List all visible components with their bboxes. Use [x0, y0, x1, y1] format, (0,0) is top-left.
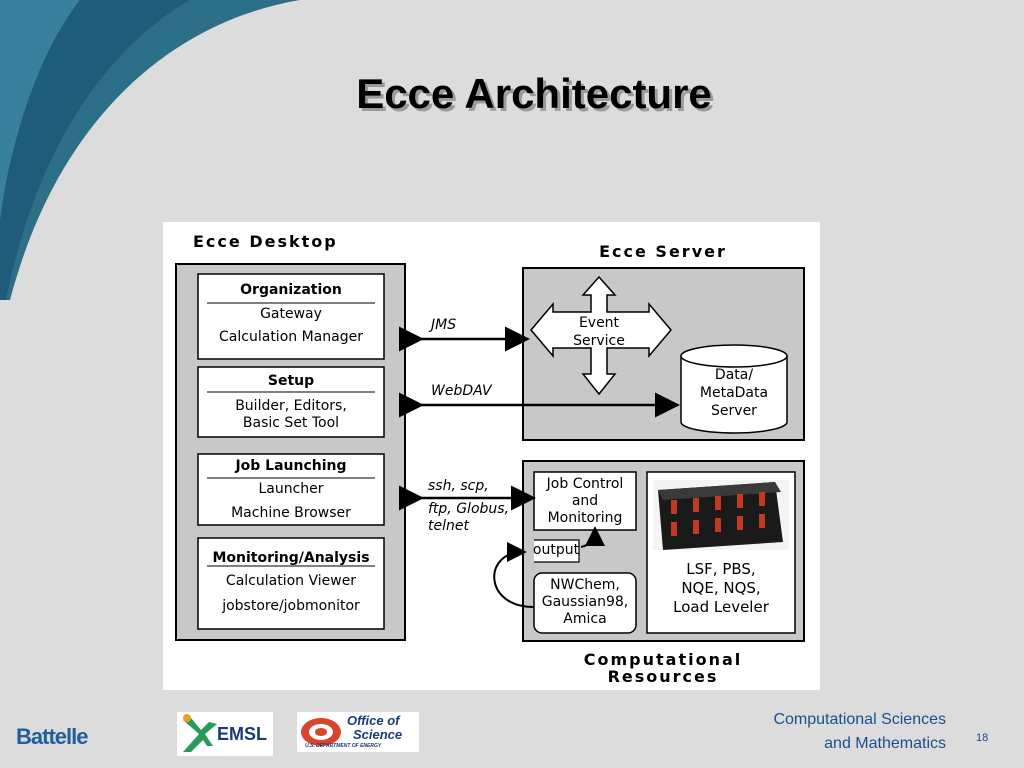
emsl-figure-icon — [183, 714, 217, 752]
event-service-label: Service — [573, 333, 625, 349]
module-heading-job-launching: Job Launching — [235, 458, 347, 474]
csm-line: and Mathematics — [824, 735, 946, 752]
doe-swirl-icon — [301, 718, 341, 746]
office-of-science-logo: Office of Science U.S. DEPARTMENT OF ENE… — [297, 712, 419, 752]
module-heading-monitoring: Monitoring/Analysis — [212, 550, 370, 566]
output-tab — [534, 539, 580, 563]
server-title: Ecce Server — [599, 242, 727, 261]
data-server-label: Data/ — [714, 367, 754, 383]
module-line: Machine Browser — [231, 505, 351, 521]
emsl-logo: EMSL — [177, 712, 273, 756]
module-heading-setup: Setup — [267, 373, 315, 389]
csm-label: Computational Sciences and Mathematics — [700, 708, 946, 756]
output-label: output — [532, 542, 580, 558]
queues-label: LSF, PBS, — [686, 560, 756, 578]
module-line: Basic Set Tool — [242, 415, 340, 431]
ssh-label: ssh, scp, — [428, 478, 489, 494]
webdav-label: WebDAV — [431, 383, 492, 399]
ofs-line2: Science — [353, 727, 403, 742]
module-box-organization — [197, 273, 385, 360]
page-number: 18 — [976, 732, 989, 744]
jms-label: JMS — [431, 317, 457, 333]
ssh-label: telnet — [428, 518, 469, 534]
ofs-line3: U.S. DEPARTMENT OF ENERGY — [305, 743, 382, 749]
module-line: Builder, Editors, — [235, 398, 347, 414]
codes-label: Amica — [563, 611, 607, 627]
module-box-job-launching — [197, 453, 385, 526]
data-server-label: Server — [711, 403, 757, 419]
queues-label: Load Leveler — [673, 598, 769, 616]
ofs-line1: Office of — [347, 713, 400, 728]
codes-box — [533, 572, 637, 634]
battelle-logo: Battelle — [16, 724, 88, 749]
module-line: Calculation Viewer — [225, 573, 357, 589]
compute-cluster-image — [653, 480, 789, 550]
job-control-label: Job Control — [546, 476, 624, 492]
event-service-label: Event — [578, 315, 620, 331]
output-loop-arrow — [493, 542, 535, 608]
module-line: Gateway — [260, 306, 322, 322]
csm-line: Computational Sciences — [773, 711, 946, 728]
resources-title: Resources — [607, 667, 719, 686]
module-line: jobstore/jobmonitor — [222, 598, 360, 614]
diagram-lines — [175, 263, 805, 642]
codes-label: Gaussian98, — [541, 594, 629, 610]
queues-label: NQE, NQS, — [681, 579, 761, 597]
data-server-label: MetaData — [699, 385, 769, 401]
module-line: Calculation Manager — [219, 329, 363, 345]
module-heading-organization: Organization — [240, 282, 342, 298]
job-control-label: and — [571, 493, 599, 509]
architecture-diagram: Ecce Desktop Organization Gateway Calcul… — [163, 222, 820, 690]
slide-title: Ecce Architecture — [356, 70, 712, 117]
background-swoosh — [0, 0, 300, 300]
module-box-monitoring — [197, 537, 385, 630]
module-box-setup — [197, 366, 385, 438]
job-control-box — [533, 471, 637, 531]
job-control-label: Monitoring — [547, 510, 623, 526]
desktop-title: Ecce Desktop — [193, 232, 338, 251]
resources-title: Computational — [583, 650, 743, 669]
ssh-label: ftp, Globus, — [428, 501, 510, 517]
data-server-cylinder — [680, 356, 788, 434]
emsl-text: EMSL — [217, 724, 268, 744]
module-line: Launcher — [258, 481, 324, 497]
codes-label: NWChem, — [550, 577, 620, 593]
